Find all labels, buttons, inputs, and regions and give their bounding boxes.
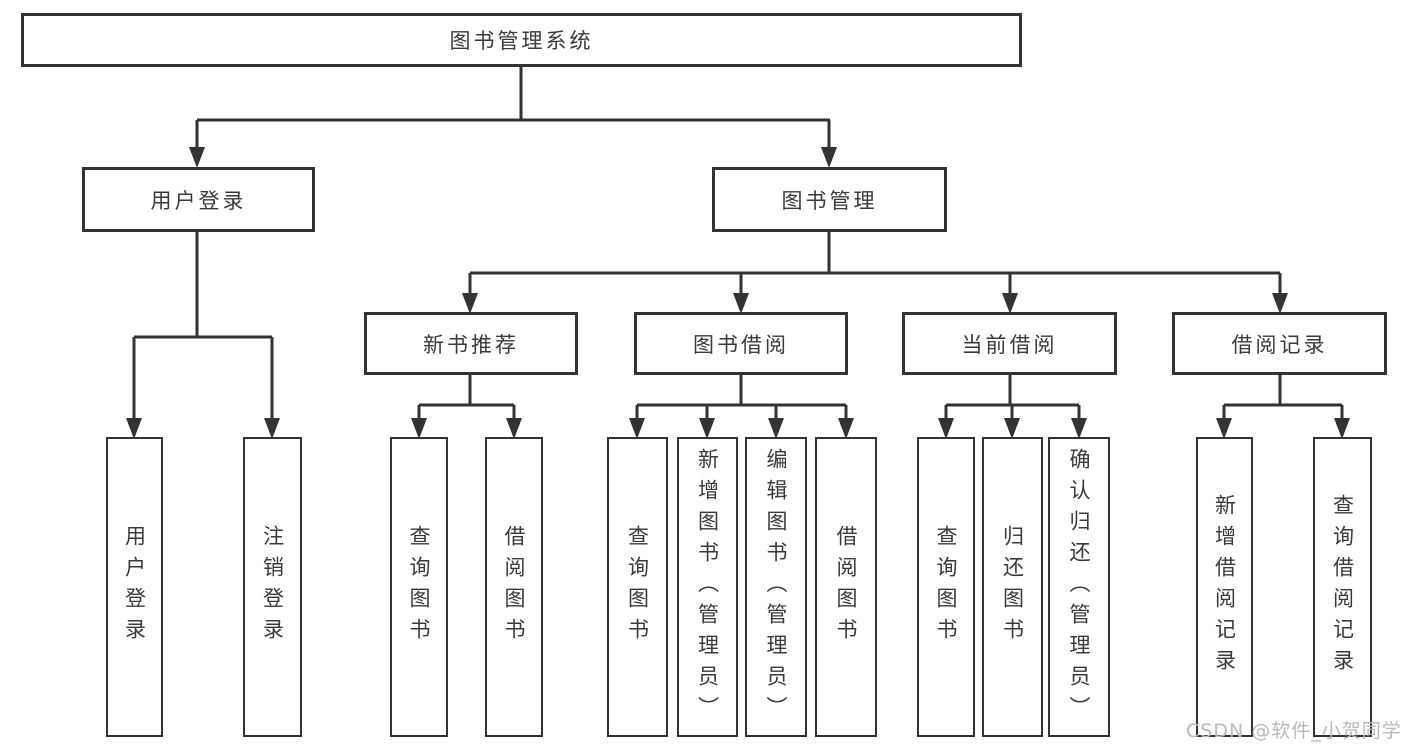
arrowhead-borrowing-query-books xyxy=(629,418,645,439)
arrowhead-book-borrowing xyxy=(733,293,749,314)
arrowhead-user-login xyxy=(189,147,205,168)
node-borrowing-records: 借阅记录 xyxy=(1172,312,1387,375)
leaf-logout: 注销登录 xyxy=(243,437,302,737)
leaf-recommend-query-books-label: 查询图书 xyxy=(407,525,431,649)
arrowhead-leaf-logout xyxy=(264,418,280,439)
leaf-logout-label: 注销登录 xyxy=(260,525,285,649)
arrowhead-current-query-books xyxy=(938,418,954,439)
leaf-recommend-borrow-books: 借阅图书 xyxy=(485,437,543,737)
node-book-borrowing-label: 图书借阅 xyxy=(693,332,789,357)
leaf-records-add-record: 新增借阅记录 xyxy=(1196,437,1253,737)
leaf-current-return-books-label: 归还图书 xyxy=(1000,525,1025,649)
arrowhead-current-return-books xyxy=(1004,418,1020,439)
node-new-book-recommend-label: 新书推荐 xyxy=(423,332,519,357)
leaf-recommend-query-books: 查询图书 xyxy=(390,437,448,737)
node-book-management: 图书管理 xyxy=(712,167,947,232)
node-current-borrowing-label: 当前借阅 xyxy=(961,332,1058,357)
node-user-login-label: 用户登录 xyxy=(150,188,247,213)
arrowhead-borrowing-add-books xyxy=(699,418,715,439)
leaf-user-login: 用户登录 xyxy=(106,437,163,737)
arrowhead-recommend-query-books xyxy=(411,418,427,439)
leaf-current-confirm-return: 确认归还（管理员） xyxy=(1048,437,1110,737)
leaf-current-query-books-label: 查询图书 xyxy=(934,525,958,649)
arrowhead-new-book-recommend xyxy=(462,293,478,314)
arrowhead-current-confirm-return xyxy=(1071,418,1087,439)
leaf-records-query-record-label: 查询借阅记录 xyxy=(1330,494,1355,680)
arrowhead-leaf-user-login xyxy=(126,418,142,439)
arrowhead-borrowing-edit-books xyxy=(768,418,784,439)
node-new-book-recommend: 新书推荐 xyxy=(364,312,578,375)
arrowhead-records-query-record xyxy=(1334,418,1350,439)
watermark: CSDN @软件_小贺同学 xyxy=(1186,720,1402,742)
arrowhead-book-management xyxy=(821,147,837,168)
leaf-current-query-books: 查询图书 xyxy=(917,437,975,737)
node-root: 图书管理系统 xyxy=(21,13,1022,67)
leaf-borrowing-query-books: 查询图书 xyxy=(607,437,668,737)
leaf-borrowing-add-books-label: 新增图书（管理员） xyxy=(695,447,720,727)
leaf-records-add-record-label: 新增借阅记录 xyxy=(1212,494,1237,680)
node-borrowing-records-label: 借阅记录 xyxy=(1231,332,1328,357)
node-book-management-label: 图书管理 xyxy=(781,188,878,213)
leaf-recommend-borrow-books-label: 借阅图书 xyxy=(502,525,526,649)
arrowhead-borrowing-borrow-books xyxy=(838,418,854,439)
arrowhead-records-add-record xyxy=(1216,418,1232,439)
arrowhead-current-borrowing xyxy=(1002,293,1018,314)
leaf-current-confirm-return-label: 确认归还（管理员） xyxy=(1067,447,1091,727)
node-root-label: 图书管理系统 xyxy=(449,29,594,53)
leaf-borrowing-query-books-label: 查询图书 xyxy=(625,525,650,649)
leaf-records-query-record: 查询借阅记录 xyxy=(1313,437,1372,737)
leaf-borrowing-borrow-books-label: 借阅图书 xyxy=(834,525,858,649)
leaf-borrowing-borrow-books: 借阅图书 xyxy=(815,437,877,737)
node-user-login: 用户登录 xyxy=(82,167,315,232)
node-current-borrowing: 当前借阅 xyxy=(902,312,1117,375)
leaf-borrowing-add-books: 新增图书（管理员） xyxy=(677,437,738,737)
leaf-borrowing-edit-books-label: 编辑图书（管理员） xyxy=(764,447,788,727)
node-book-borrowing: 图书借阅 xyxy=(634,312,848,375)
leaf-current-return-books: 归还图书 xyxy=(982,437,1043,737)
leaf-borrowing-edit-books: 编辑图书（管理员） xyxy=(745,437,807,737)
leaf-user-login-label: 用户登录 xyxy=(122,525,147,649)
arrowhead-borrowing-records xyxy=(1272,293,1288,314)
arrowhead-recommend-borrow-books xyxy=(506,418,522,439)
